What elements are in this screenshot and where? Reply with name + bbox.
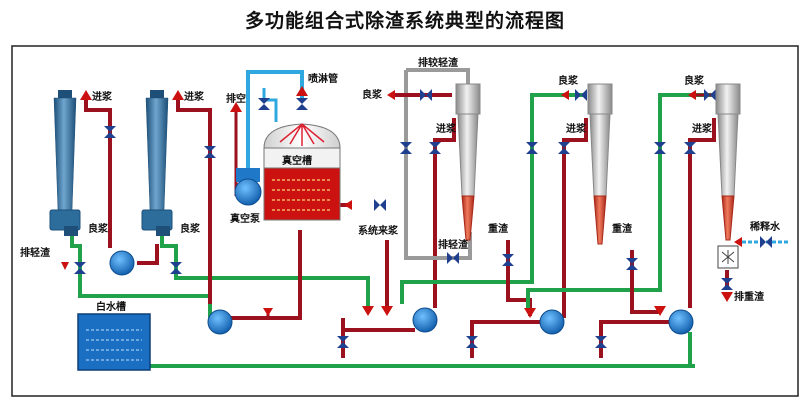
label-heavy-reject-2: 重渣 (612, 222, 633, 235)
valve-5 (258, 98, 270, 110)
green-pipe-good5 (526, 93, 714, 308)
label-good-1: 良浆 (88, 222, 109, 235)
valve-20 (684, 142, 696, 154)
label-vent: 排空 (226, 92, 246, 105)
arrow-vent (230, 102, 242, 112)
pump-2 (207, 309, 233, 335)
arrow-good3 (387, 90, 395, 100)
label-good-5: 良浆 (684, 74, 705, 87)
arrow-pump5-in (654, 306, 666, 316)
pump-1 (109, 250, 135, 276)
white-water-tank (77, 313, 151, 371)
arrow-inlet-2 (172, 90, 184, 100)
valve-19 (654, 142, 666, 154)
label-vacuum-pump: 真空泵 (230, 212, 261, 225)
label-light-reject-top: 排较轻渣 (418, 56, 459, 69)
valve-18 (626, 258, 638, 270)
red-pipe-cleaner4-inlet (562, 118, 588, 318)
label-inlet-3: 进浆 (436, 122, 457, 135)
red-pipe-cleaner5-inlet (688, 118, 716, 308)
valve-12 (502, 254, 514, 266)
label-good-3: 良浆 (362, 88, 383, 101)
label-vacuum-tank: 真空槽 (282, 154, 312, 167)
valve-3 (74, 262, 86, 274)
cleaner-1 (49, 90, 81, 236)
valve-16 (575, 89, 587, 101)
arrow-system-feed (381, 306, 393, 316)
cleaner-3 (455, 83, 481, 241)
label-spray-pipe: 喷淋管 (308, 72, 338, 85)
valves (74, 89, 772, 348)
label-inlet-5: 进浆 (692, 122, 713, 135)
arrow-tank-out (344, 200, 352, 210)
valve-10 (429, 142, 441, 154)
label-heavy-reject-1: 重渣 (488, 222, 509, 235)
label-good-4: 良浆 (558, 74, 579, 87)
valve-4 (170, 262, 182, 274)
arrow-good-5 (688, 90, 696, 100)
arrow-pump4-in (524, 308, 536, 318)
arrow-dilution (734, 237, 742, 247)
pumps (109, 250, 694, 335)
vacuum-pump (234, 168, 262, 206)
label-light-reject-2: 排轻渣 (438, 238, 469, 251)
label-inlet-4: 进浆 (566, 122, 587, 135)
valve-23 (760, 236, 772, 248)
cleaner-2 (141, 90, 173, 236)
label-dilution-water: 稀释水 (750, 220, 781, 233)
valve-24 (721, 278, 733, 290)
cleaner-5 (715, 83, 741, 269)
red-pipe-heavy4 (630, 250, 660, 314)
valve-6 (296, 98, 308, 110)
diagram-title: 多功能组合式除渣系统典型的流程图 (244, 10, 565, 32)
valve-7 (374, 199, 386, 211)
valve-15 (558, 142, 570, 154)
arrow-heavy-out (721, 292, 733, 302)
green-pipe-good4 (400, 93, 586, 304)
blue-pipe-vacuum (246, 70, 304, 178)
valve-1 (104, 126, 116, 138)
label-system-feed: 系统来浆 (358, 224, 399, 237)
arrow-spray (296, 86, 308, 96)
pump-3 (412, 307, 438, 333)
arrow-inlet-1 (80, 90, 92, 100)
blue-pipe-vacuum-2 (262, 88, 278, 122)
valve-2 (204, 146, 216, 158)
arrow-good-4 (561, 90, 569, 100)
valve-17 (466, 336, 478, 348)
label-heavy-reject-out: 排重渣 (734, 290, 765, 303)
pump-4 (539, 309, 565, 335)
valve-8 (420, 89, 432, 101)
valve-14 (526, 142, 538, 154)
arrow-light-reject-1 (61, 262, 69, 270)
red-pipe-cleaner2-inlet (176, 100, 212, 304)
label-inlet-2: 进浆 (184, 90, 205, 103)
pump-5 (668, 309, 694, 335)
label-light-reject-1: 排轻渣 (20, 246, 51, 259)
valve-21 (704, 89, 716, 101)
gray-light-reject-loop (404, 68, 472, 260)
valve-13 (337, 336, 349, 348)
arrow-green-2 (362, 306, 374, 316)
red-pipe-pump2-right (230, 230, 302, 320)
valve-22 (595, 336, 607, 348)
red-pipe-pump1 (137, 244, 159, 265)
vacuum-tank (263, 123, 341, 221)
valve-9 (400, 142, 412, 154)
red-pipe-cleaner3-inlet (433, 118, 456, 308)
valve-11 (447, 252, 459, 264)
cleaner-4 (587, 83, 613, 245)
label-white-water-tank: 白水槽 (96, 300, 126, 313)
label-inlet-1: 进浆 (92, 90, 113, 103)
flow-arrows (61, 90, 733, 318)
arrow-pump2-branch (263, 308, 273, 316)
label-good-2: 良浆 (180, 222, 201, 235)
red-pipe-pump1-up (84, 100, 112, 248)
